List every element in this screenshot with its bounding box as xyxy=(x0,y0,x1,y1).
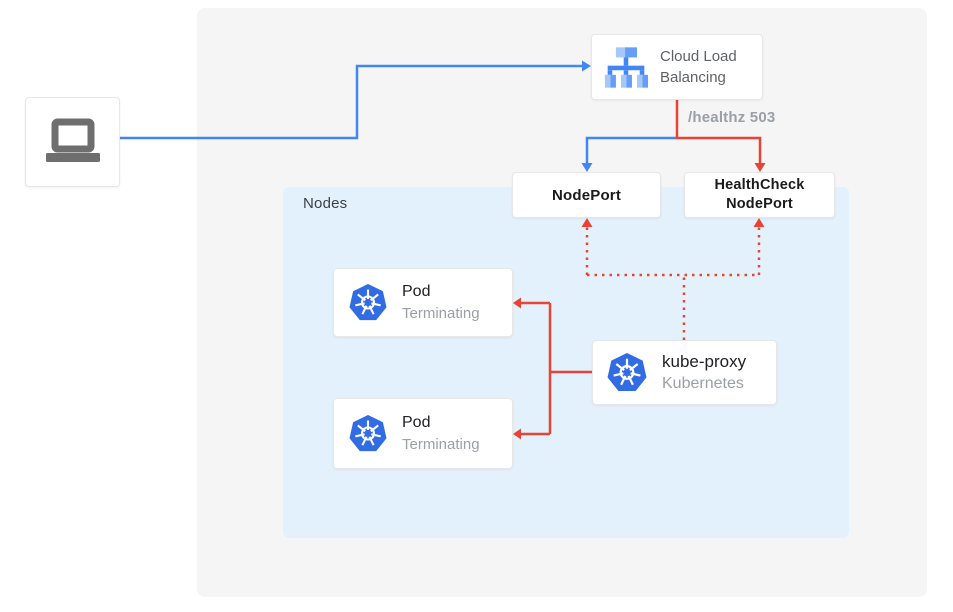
pod-text: Pod Terminating xyxy=(402,281,480,324)
cloud-load-balancing-icon xyxy=(604,46,648,88)
nodes-panel-label: Nodes xyxy=(303,195,348,212)
pod-terminating-node-2: Pod Terminating xyxy=(333,398,513,469)
healthcheck-nodeport-label: HealthCheck NodePort xyxy=(714,177,805,212)
nodeport-node: NodePort xyxy=(512,172,661,218)
pod-status: Terminating xyxy=(402,305,480,322)
kube-proxy-title: kube-proxy xyxy=(662,352,747,371)
kube-proxy-text: kube-proxy Kubernetes xyxy=(662,351,746,394)
pod-title: Pod xyxy=(402,283,431,300)
healthz-status-label: /healthz 503 xyxy=(688,109,776,126)
kube-proxy-node: kube-proxy Kubernetes xyxy=(592,340,777,405)
kubernetes-icon xyxy=(607,352,647,391)
laptop-icon xyxy=(45,118,100,162)
pod-text: Pod Terminating xyxy=(402,412,480,455)
cloud-load-balancing-label: Cloud Load Balancing xyxy=(660,48,737,86)
client-node xyxy=(25,97,120,187)
kubernetes-icon xyxy=(349,283,387,320)
pod-status: Terminating xyxy=(402,436,480,453)
healthcheck-nodeport-node: HealthCheck NodePort xyxy=(684,172,835,218)
kube-proxy-subtitle: Kubernetes xyxy=(662,375,744,392)
pod-title: Pod xyxy=(402,414,431,431)
pod-terminating-node-1: Pod Terminating xyxy=(333,268,513,337)
cloud-load-balancing-node: Cloud Load Balancing xyxy=(591,34,763,100)
nodeport-label: NodePort xyxy=(551,186,622,204)
kubernetes-icon xyxy=(349,414,387,451)
